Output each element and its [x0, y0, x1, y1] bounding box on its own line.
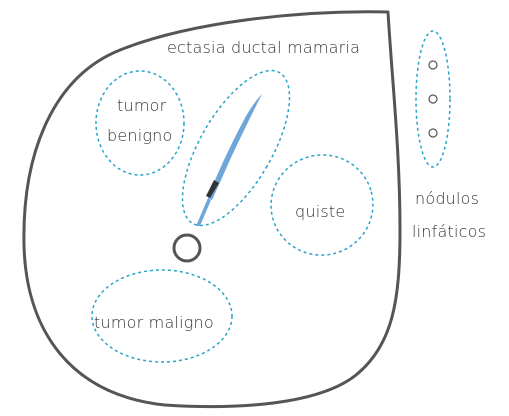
lymph-node-icon	[428, 94, 438, 104]
label-nodulos-line1: nódulos	[415, 189, 480, 208]
label-nodulos-line2: linfáticos	[412, 222, 487, 241]
label-tumor-benigno-line2: benigno	[107, 126, 173, 145]
label-tumor-maligno: tumor maligno	[94, 313, 214, 332]
ectasia-region	[181, 69, 291, 227]
duct-shape	[208, 94, 262, 200]
lymph-node-icon	[428, 60, 438, 70]
breast-outline	[22, 10, 402, 409]
nipple-icon	[172, 233, 202, 263]
duct-dark-segment	[206, 180, 219, 198]
tumor-benigno-region	[95, 70, 185, 176]
quiste-region	[270, 154, 374, 256]
duct-tip	[196, 198, 211, 226]
nodulos-region	[415, 30, 451, 168]
lymph-node-icon	[428, 128, 438, 138]
tumor-maligno-region	[91, 269, 233, 363]
label-ectasia: ectasia ductal mamaria	[167, 38, 361, 57]
label-tumor-benigno-line1: tumor	[117, 96, 167, 115]
label-quiste: quiste	[295, 202, 346, 221]
